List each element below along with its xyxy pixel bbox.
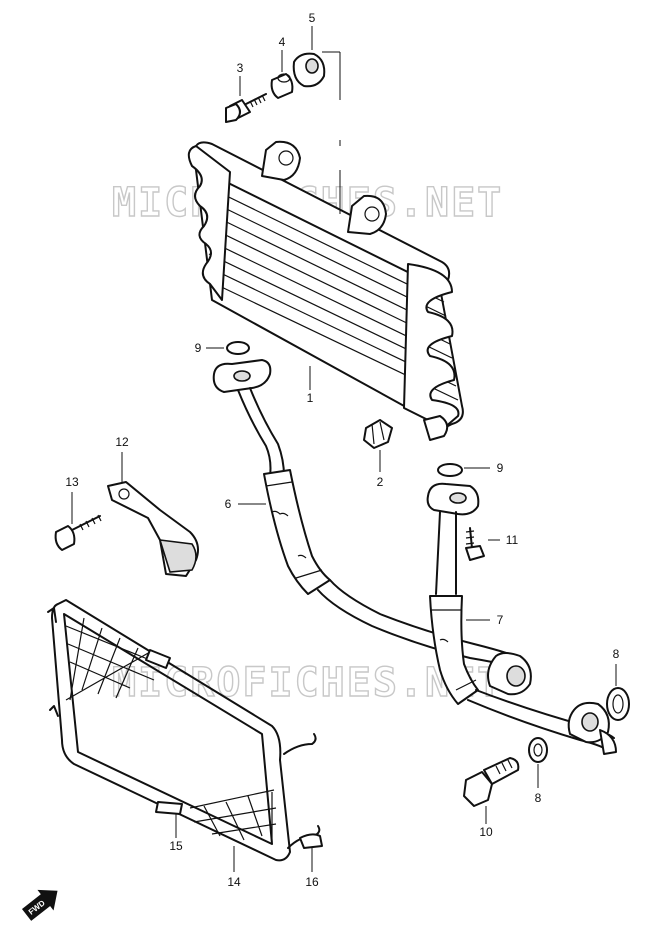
grommet[interactable]	[292, 52, 326, 88]
union-bolt[interactable]	[463, 757, 520, 807]
gasket-upper[interactable]	[606, 687, 630, 721]
fwd-arrow-icon: FWD	[21, 889, 58, 921]
callout-14: 14	[227, 875, 241, 889]
callout-8a: 8	[613, 647, 620, 661]
assembly-line-5	[322, 51, 341, 214]
hose-inlet[interactable]	[212, 359, 532, 696]
spacer[interactable]	[270, 73, 294, 99]
callout-1: 1	[307, 391, 314, 405]
callout-10: 10	[479, 825, 493, 839]
callout-9a: 9	[195, 341, 202, 355]
callout-7: 7	[497, 613, 504, 627]
callout-2: 2	[377, 475, 384, 489]
callout-5: 5	[309, 11, 316, 25]
hose-outlet[interactable]	[426, 482, 617, 755]
cushion[interactable]	[145, 649, 183, 815]
callout-8b: 8	[535, 791, 542, 805]
callout-13: 13	[65, 475, 79, 489]
callout-3: 3	[237, 61, 244, 75]
callout-15: 15	[169, 839, 183, 853]
flange-bolt[interactable]	[465, 527, 485, 561]
callout-6: 6	[225, 497, 232, 511]
callout-4: 4	[279, 35, 286, 49]
bracket[interactable]	[107, 481, 199, 577]
o-ring-right[interactable]	[437, 463, 463, 477]
bolt[interactable]	[225, 93, 267, 123]
callout-12: 12	[115, 435, 129, 449]
bracket-bolt[interactable]	[54, 514, 102, 551]
callout-9b: 9	[497, 461, 504, 475]
gasket-lower[interactable]	[528, 737, 548, 763]
clamp[interactable]	[299, 833, 323, 849]
guard-frame[interactable]	[47, 599, 321, 862]
callout-11: 11	[506, 533, 519, 547]
oil-cooler[interactable]	[187, 140, 464, 441]
callout-16: 16	[305, 875, 319, 889]
clip-nut[interactable]	[363, 419, 393, 449]
o-ring-left[interactable]	[226, 341, 250, 355]
